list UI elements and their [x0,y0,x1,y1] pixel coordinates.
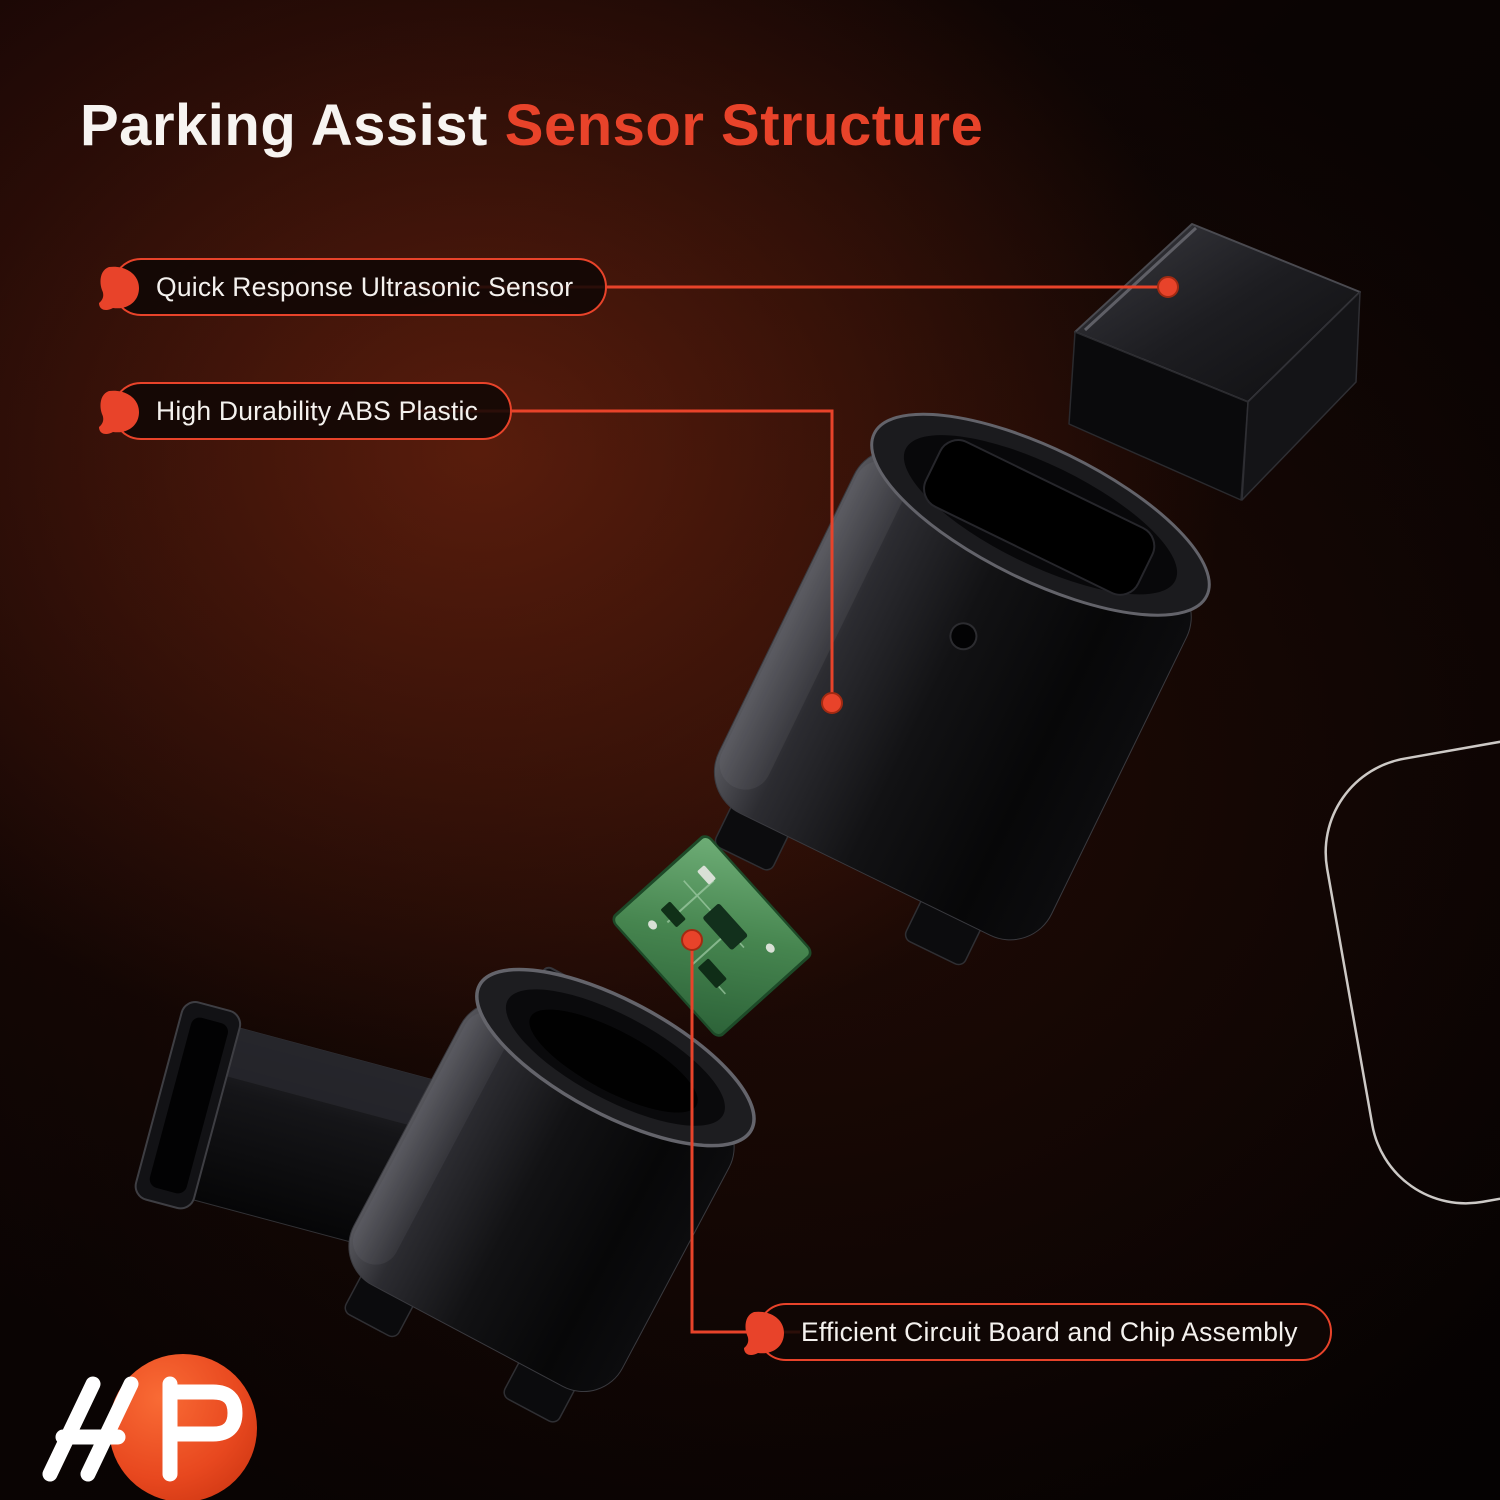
callout-marker-icon [97,389,141,436]
leader-endpoint-dots [681,276,1179,951]
decorative-curved-rectangle-icon [1324,705,1500,1205]
title-highlight: Sensor Structure [504,93,984,158]
endpoint-dot-pcb [681,929,703,951]
callout-label: Efficient Circuit Board and Chip Assembl… [801,1316,1298,1347]
callout-ultrasonic-sensor: Quick Response Ultrasonic Sensor [99,258,608,316]
endpoint-dot-cap [1157,276,1179,298]
callout-label: High Durability ABS Plastic [156,395,479,426]
callout-marker-icon [97,265,141,312]
abs-housing-part [713,412,1211,966]
circuit-board-part [612,835,812,1037]
endpoint-dot-housing [821,692,843,714]
callout-circuit-board: Efficient Circuit Board and Chip Assembl… [744,1303,1332,1361]
sensor-cap-part [1068,223,1361,501]
brand-logo-icon [42,1354,257,1500]
callout-abs-plastic: High Durability ABS Plastic [99,382,513,440]
callout-label: Quick Response Ultrasonic Sensor [156,271,574,302]
callout-marker-icon [742,1310,786,1357]
leader-line-housing [400,409,834,696]
sensor-barrel [344,967,756,1423]
title-prefix: Parking Assist [80,93,488,158]
sensor-body-part [134,966,756,1423]
